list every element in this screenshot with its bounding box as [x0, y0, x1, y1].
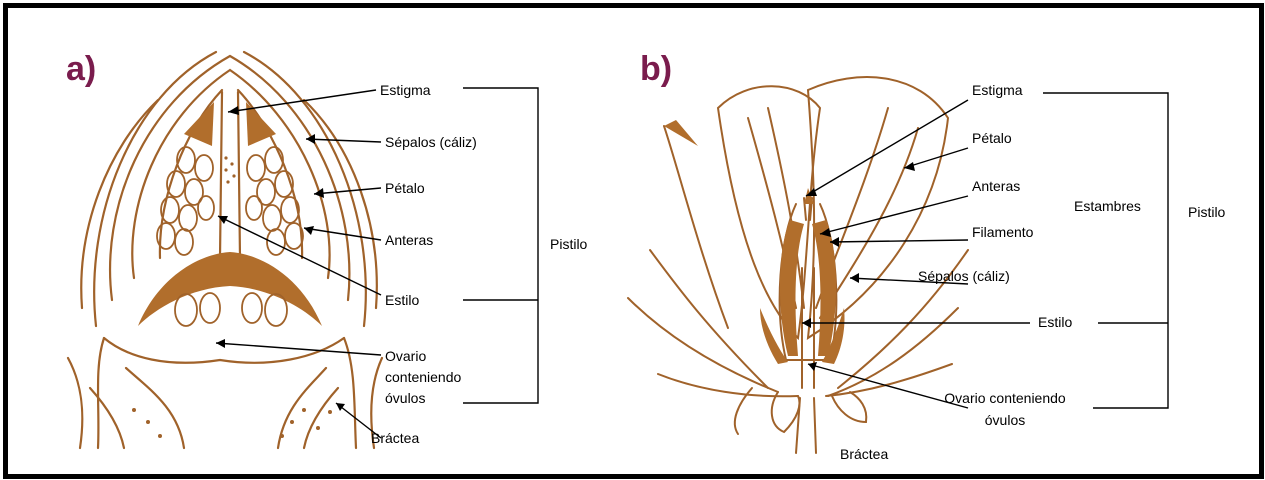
label-b-pistilo: Pistilo	[1188, 204, 1225, 221]
label-a-ovario-line3: óvulos	[385, 390, 425, 407]
label-a-bractea: Bráctea	[371, 430, 419, 447]
label-a-anteras: Anteras	[385, 232, 433, 249]
bud-filled-regions	[138, 102, 322, 326]
label-b-sepalos: Sépalos (cáliz)	[918, 268, 1010, 285]
arrowheads-b	[802, 162, 915, 371]
panel-b-letter: b)	[640, 52, 672, 86]
label-b-ovario-line1: Ovario conteniendo	[922, 390, 1088, 407]
label-b-anteras: Anteras	[972, 178, 1020, 195]
label-a-sepalos: Sépalos (cáliz)	[385, 134, 477, 151]
label-b-estambres: Estambres	[1074, 198, 1141, 215]
label-b-estilo: Estilo	[1038, 314, 1072, 331]
anther-ovals-a	[157, 147, 303, 326]
figure-frame: a) b) Estigma Sépalos (cáliz) Pétalo Ant…	[3, 3, 1264, 479]
label-a-ovario-line1: Ovario	[385, 348, 426, 365]
label-b-bractea: Bráctea	[840, 446, 888, 463]
bud-cross-section-drawing	[68, 52, 382, 448]
label-b-estigma: Estigma	[972, 82, 1023, 99]
label-b-petalo: Pétalo	[972, 130, 1012, 147]
label-a-estilo: Estilo	[385, 292, 419, 309]
label-b-ovario-line2: óvulos	[922, 412, 1088, 429]
open-flower-filled-regions	[664, 120, 845, 364]
label-b-filamento: Filamento	[972, 224, 1033, 241]
panel-a-letter: a)	[66, 52, 96, 86]
label-a-ovario-line2: conteniendo	[385, 369, 461, 386]
label-a-pistilo: Pistilo	[550, 236, 587, 253]
label-a-estigma: Estigma	[380, 82, 431, 99]
label-a-petalo: Pétalo	[385, 180, 425, 197]
